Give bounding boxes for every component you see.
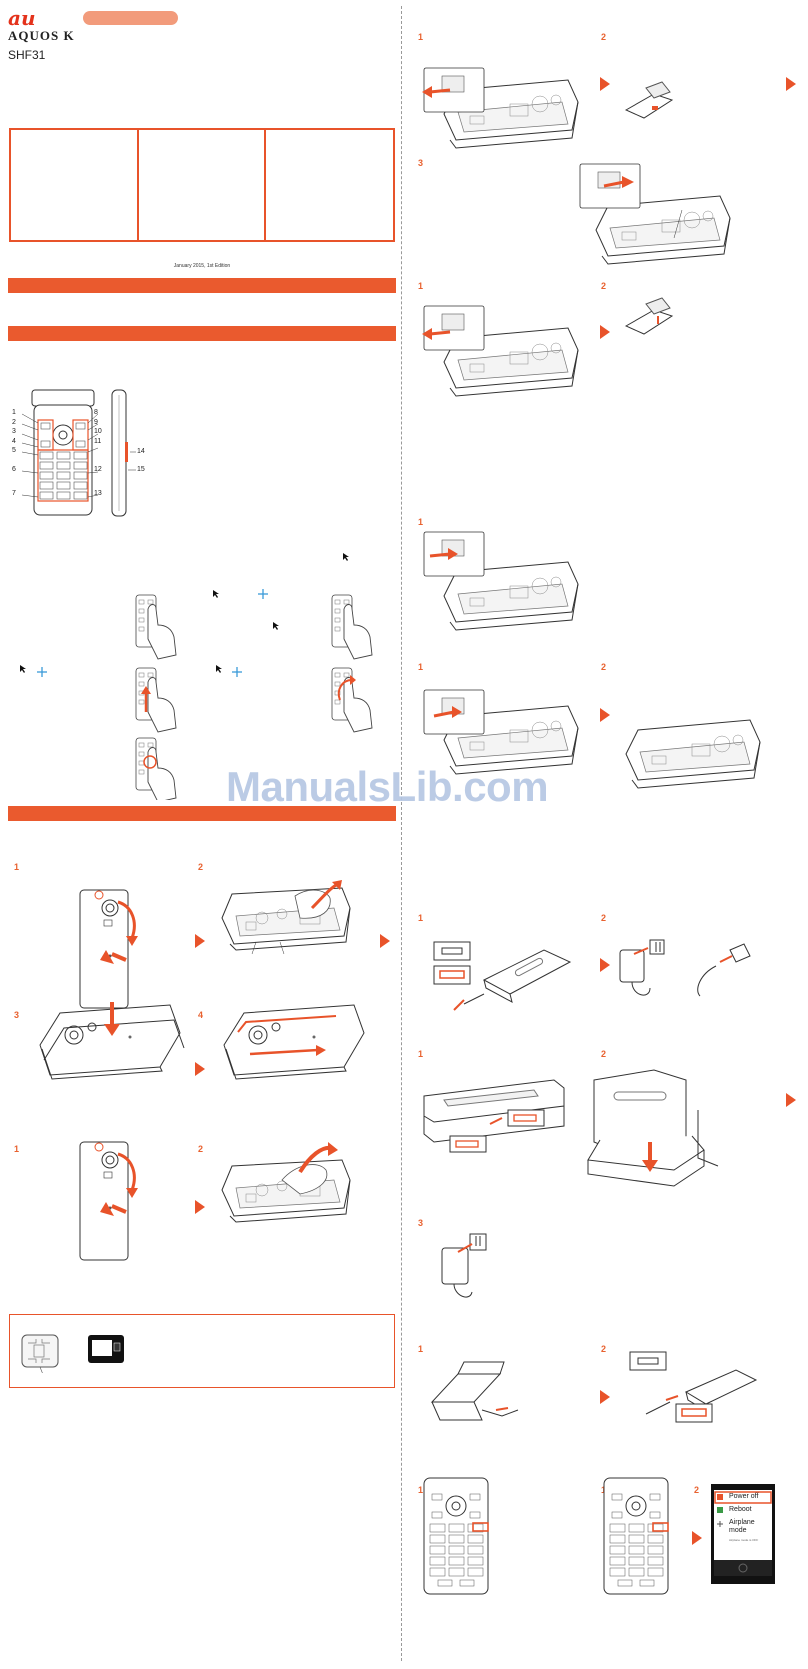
model-code: SHF31 (8, 48, 46, 62)
callout-label: 10 (94, 428, 102, 436)
step-number: 1 (418, 662, 424, 672)
step-number: 1 (14, 1144, 20, 1154)
power-menu-subtext: Airplane mode is OFF (729, 1538, 759, 1542)
callout-label: 5 (12, 447, 16, 455)
au-logo: au (8, 6, 36, 30)
right-column-illustrations (422, 67, 775, 1595)
callout-label: 4 (12, 437, 16, 445)
step-number: 2 (601, 913, 607, 923)
step-number: 1 (418, 1049, 424, 1059)
callout-label: 13 (94, 490, 102, 497)
step-number: 2 (601, 32, 607, 42)
callout-label: 14 (137, 448, 145, 455)
step-number: 2 (601, 1344, 607, 1354)
next-arrow (195, 934, 205, 948)
page-divider (401, 6, 402, 1661)
next-arrow (786, 1093, 796, 1107)
callout-label: 9 (94, 418, 98, 426)
step-number: 2 (601, 662, 607, 672)
callouts-left: 1 2 3 4 5 (12, 408, 16, 456)
callout-label: 12 (94, 466, 102, 473)
step-number: 1 (418, 281, 424, 291)
step-number: 3 (14, 1010, 20, 1020)
next-arrow (195, 1200, 205, 1214)
next-arrow (600, 325, 610, 339)
callout-label: 1 (12, 409, 16, 416)
next-arrow (380, 934, 390, 948)
step-number: 4 (198, 1010, 204, 1020)
step-number: 3 (418, 158, 424, 168)
section-bar (8, 278, 396, 293)
callout-label: 2 (12, 418, 16, 426)
next-arrow (600, 958, 610, 972)
info-box-divider (137, 130, 139, 240)
step-number: 1 (14, 862, 20, 872)
step-number: 2 (694, 1485, 700, 1495)
step-number: 1 (418, 32, 424, 42)
next-arrow (195, 1062, 205, 1076)
next-arrow (600, 77, 610, 91)
next-arrow (692, 1531, 702, 1545)
callout-label: 11 (94, 437, 102, 445)
callout-label: 15 (137, 466, 145, 473)
next-arrow (786, 77, 796, 91)
power-menu-item: Reboot (729, 1506, 752, 1513)
callout-label: 6 (12, 466, 16, 473)
next-arrow (600, 708, 610, 722)
battery-cover-illustrations (39, 880, 365, 1261)
section-bar (8, 806, 396, 821)
step-number: 3 (418, 1218, 424, 1228)
sim-card-icon (21, 1334, 124, 1373)
callout-label: 8 (94, 409, 98, 416)
edition-text: January 2015, 1st Edition (173, 263, 231, 269)
step-number: 2 (601, 281, 607, 291)
step-number: 2 (198, 862, 204, 872)
info-box-divider (264, 130, 266, 240)
step-number: 1 (418, 913, 424, 923)
step-number: 1 (418, 517, 424, 527)
product-name: AQUOS K (8, 28, 75, 43)
next-arrow (600, 1390, 610, 1404)
step-number: 2 (601, 1049, 607, 1059)
power-menu-item: Airplane mode (729, 1519, 755, 1534)
power-menu-item: Power off (729, 1493, 759, 1500)
callout-label: 3 (12, 428, 16, 436)
gesture-illustrations (20, 553, 373, 800)
title-pill (83, 11, 178, 25)
step-number: 2 (198, 1144, 204, 1154)
info-box (9, 128, 395, 242)
step-number: 1 (418, 1344, 424, 1354)
step-number: 1 (418, 1485, 424, 1495)
sim-info-box (9, 1314, 395, 1388)
section-bar (8, 326, 396, 341)
callout-label: 7 (12, 490, 16, 497)
callouts-right: 8 9 10 11 (94, 408, 102, 446)
phone-parts-diagram (10, 385, 150, 520)
